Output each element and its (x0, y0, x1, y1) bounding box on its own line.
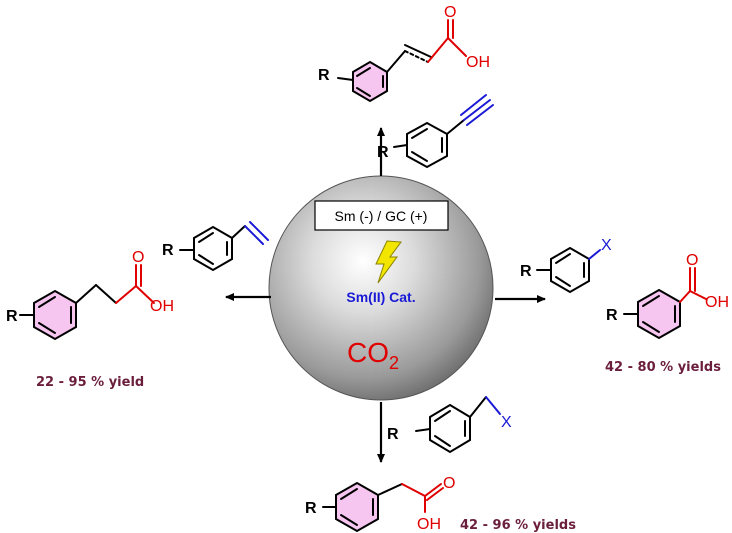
lightning-bolt-icon (375, 240, 402, 284)
svg-text:R: R (606, 307, 618, 324)
svg-text:OH: OH (417, 516, 441, 533)
svg-text:R: R (318, 67, 330, 84)
product-benzoic-acid: R O OH (606, 252, 729, 340)
svg-text:R: R (6, 308, 18, 325)
svg-text:R: R (387, 426, 399, 443)
yield-right: 42 - 80 % yields (605, 360, 721, 375)
svg-text:X: X (601, 237, 612, 254)
svg-text:R: R (162, 242, 174, 259)
svg-text:O: O (444, 4, 456, 21)
product-cinnamic-acid: R O OH (318, 4, 490, 103)
svg-text:O: O (686, 252, 698, 269)
substrate-benzyl-halide: R X (387, 396, 512, 454)
svg-text:R: R (520, 263, 532, 280)
svg-text:OH: OH (466, 54, 490, 71)
yield-bottom: 42 - 96 % yields (460, 518, 576, 533)
svg-text:O: O (443, 475, 455, 492)
svg-text:R: R (377, 144, 389, 161)
electrode-label-box (314, 200, 449, 231)
svg-text:X: X (501, 414, 512, 431)
product-hydrocinnamic-acid: R O OH (6, 249, 174, 341)
svg-text:OH: OH (705, 294, 729, 311)
substrate-aryl-halide: R X (520, 237, 612, 294)
co2-label: CO2 (347, 337, 399, 373)
svg-text:OH: OH (150, 298, 174, 315)
catalyst-label: Sm(II) Cat. (346, 289, 415, 305)
product-phenylacetic-acid: R O OH (305, 475, 455, 533)
substrate-styrene: R (162, 221, 269, 272)
yield-left: 22 - 95 % yield (36, 375, 144, 390)
svg-text:O: O (132, 249, 144, 266)
svg-text:R: R (305, 500, 317, 517)
electrode-label: Sm (-) / GC (+) (335, 208, 428, 224)
substrate-arylacetylene: R (377, 94, 494, 169)
